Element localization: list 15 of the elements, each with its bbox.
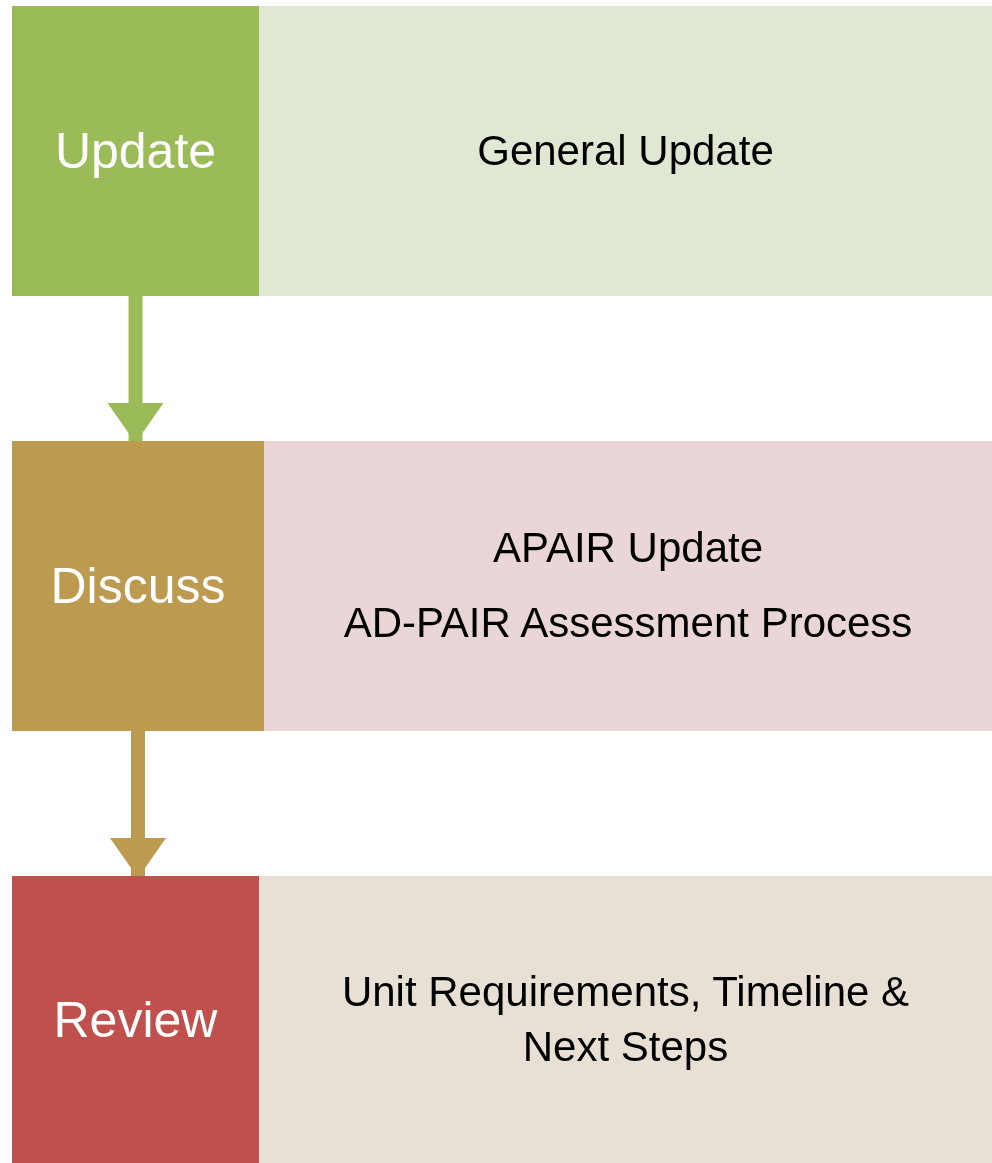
step-box bbox=[12, 876, 259, 1163]
description-panel bbox=[259, 876, 992, 1163]
description-text: General Update bbox=[477, 125, 774, 176]
description-panel bbox=[259, 6, 992, 296]
step-label: Discuss bbox=[50, 557, 226, 615]
description-text: Unit Requirements, Timeline & Next Steps bbox=[340, 966, 911, 1072]
description-panel bbox=[264, 441, 992, 731]
step-box bbox=[12, 441, 264, 731]
description-text: AD-PAIR Assessment Process bbox=[343, 598, 913, 648]
step-box bbox=[12, 6, 259, 296]
description-text: APAIR Update bbox=[493, 523, 763, 574]
step-label: Review bbox=[53, 990, 218, 1049]
step-label: Update bbox=[54, 122, 217, 180]
arrow bbox=[107, 296, 164, 443]
arrow bbox=[110, 731, 166, 878]
